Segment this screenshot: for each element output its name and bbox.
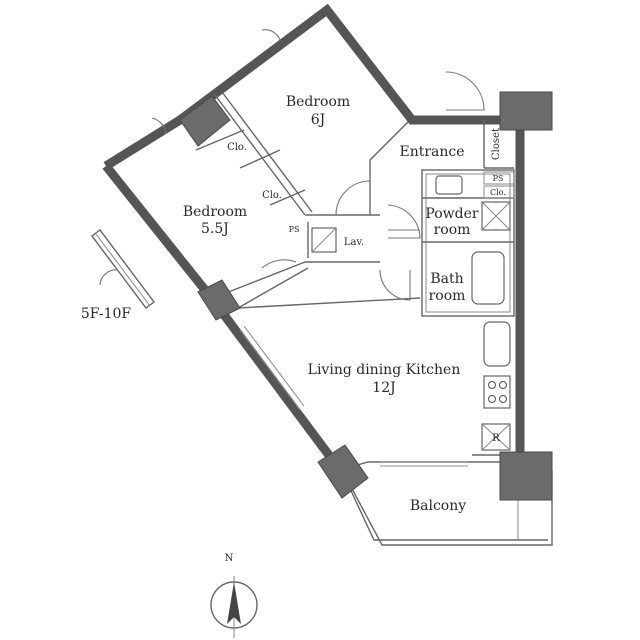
ldk-name: Living dining Kitchen	[308, 362, 461, 378]
floors-label: 5F-10F	[81, 306, 132, 322]
ps-right-label: PS	[493, 174, 504, 183]
compass: N	[210, 553, 258, 638]
washer-pan	[481, 201, 511, 231]
kitchen-sink	[483, 321, 511, 367]
bathtub	[471, 251, 505, 305]
fixtures	[311, 171, 515, 451]
bedroom-large-name: Bedroom	[286, 94, 350, 110]
clo-box-right	[483, 185, 515, 199]
closet-label: Closet	[491, 128, 502, 160]
bath-room-line2: room	[429, 288, 466, 304]
powder-room-line2: room	[434, 222, 471, 238]
north-arrow-icon	[227, 582, 241, 624]
ps-box-right	[483, 171, 515, 185]
ldk-size: 12J	[372, 380, 395, 396]
bedroom-small-size: 5.5J	[201, 221, 229, 237]
bath-room-line1: Bath	[430, 271, 463, 287]
clo-a-label: Clo.	[227, 142, 247, 153]
room-labels: Bedroom 6J Bedroom 5.5J Entrance Closet …	[183, 94, 506, 514]
floors-note: 5F-10F	[81, 229, 155, 322]
bedroom-large-size: 6J	[311, 112, 326, 128]
stove-cooktop	[483, 375, 511, 409]
bedroom-small-name: Bedroom	[183, 204, 247, 220]
fridge-label: R	[492, 433, 500, 444]
clo-b-label: Clo.	[262, 190, 282, 201]
ps-left-label: PS	[289, 225, 300, 234]
doors	[151, 29, 485, 301]
entrance-label: Entrance	[399, 144, 464, 160]
clo-small-label: Clo.	[490, 188, 506, 197]
fridge-box	[481, 423, 511, 451]
pillars	[179, 91, 553, 501]
lav-label: Lav.	[344, 237, 364, 248]
washbasin	[435, 175, 463, 195]
powder-room-line1: Powder	[425, 206, 479, 222]
compass-north: N	[225, 553, 234, 564]
balcony-label: Balcony	[410, 498, 466, 514]
windows	[239, 325, 468, 467]
